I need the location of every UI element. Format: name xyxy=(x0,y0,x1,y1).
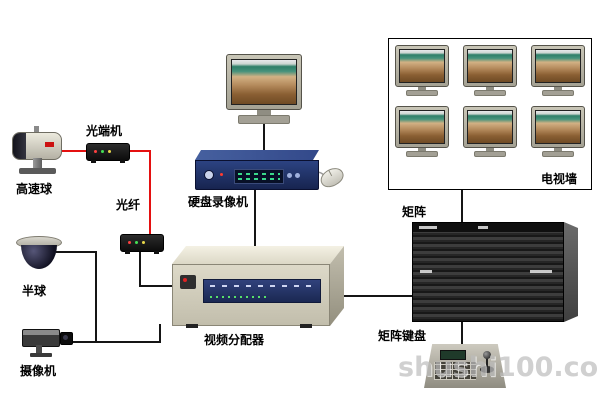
monitor-base xyxy=(542,90,574,96)
tv-wall-monitor xyxy=(531,106,585,157)
optical-fiber-label: 光纤 xyxy=(116,198,141,212)
matrix-label: 矩阵 xyxy=(402,205,427,219)
keyboard-keys xyxy=(434,362,476,380)
monitor-neck xyxy=(554,87,562,90)
distributor-logo xyxy=(180,275,196,289)
monitor-screen xyxy=(535,49,581,83)
tv-wall-monitor xyxy=(395,45,449,96)
matrix-label-mark xyxy=(419,226,437,229)
tv-wall-monitor xyxy=(463,106,517,157)
monitor-bezel xyxy=(531,45,585,87)
monitor-bezel xyxy=(463,45,517,87)
dvr-display xyxy=(234,169,284,184)
box-camera xyxy=(20,324,76,362)
monitor-base xyxy=(406,151,438,157)
monitor-base xyxy=(542,151,574,157)
optical-transceiver-bottom xyxy=(120,234,164,254)
monitor-screen xyxy=(467,110,513,144)
dome-pedestal xyxy=(33,158,42,168)
speed-dome-label: 高速球 xyxy=(16,182,53,196)
monitor-neck xyxy=(486,87,494,90)
matrix-label-mark xyxy=(420,270,432,273)
dome-body xyxy=(12,132,62,160)
keyboard-lcd xyxy=(440,350,466,360)
camera-foot xyxy=(30,353,52,357)
monitor-base xyxy=(406,90,438,96)
video-distributor-label: 视频分配器 xyxy=(204,333,265,347)
transceiver-leds xyxy=(94,150,97,153)
video-line-camera-to-distributor xyxy=(70,324,161,343)
box-camera-label: 摄像机 xyxy=(20,364,57,378)
joystick-base xyxy=(480,366,494,373)
camera-bracket xyxy=(36,345,42,353)
camera-lens xyxy=(60,332,73,345)
power-button xyxy=(204,170,214,180)
optical-transceiver-top xyxy=(86,143,130,163)
monitor-neck xyxy=(418,87,426,90)
transceiver-leds xyxy=(128,241,131,244)
panel-text-marks xyxy=(210,285,314,287)
video-distributor-unit xyxy=(172,246,344,328)
tv-wall-monitor xyxy=(531,45,585,96)
dvr-label: 硬盘录像机 xyxy=(188,195,249,209)
monitor-base xyxy=(474,151,506,157)
monitor-neck xyxy=(486,148,494,151)
monitor-bezel xyxy=(226,54,302,110)
monitor-neck xyxy=(554,148,562,151)
video-line-transceiver-to-distributor xyxy=(139,250,174,287)
monitor-screen xyxy=(467,49,513,83)
tv-wall-monitor xyxy=(395,106,449,157)
tv-wall-monitor xyxy=(463,45,517,96)
matrix-keyboard-unit xyxy=(424,344,506,388)
speed-dome-camera xyxy=(10,126,64,178)
preview-monitor xyxy=(226,54,302,124)
monitor-screen xyxy=(399,49,445,83)
matrix-side-face xyxy=(564,222,578,322)
distributor-side-face xyxy=(330,246,344,326)
monitor-bezel xyxy=(463,106,517,148)
fiber-line-transceiver-to-transceiver xyxy=(127,150,151,236)
dome-lens xyxy=(13,133,26,159)
distributor-foot xyxy=(186,324,198,328)
dome-glass xyxy=(21,245,57,269)
dvr-top-face xyxy=(195,150,319,160)
monitor-screen xyxy=(399,110,445,144)
matrix-top-strip xyxy=(413,223,563,232)
dvr-front-panel xyxy=(195,160,319,190)
matrix-label-mark xyxy=(530,270,552,273)
dvr-unit xyxy=(195,150,319,190)
distributor-display-panel xyxy=(203,279,321,303)
mini-dome-label: 半球 xyxy=(22,284,47,298)
monitor-neck xyxy=(418,148,426,151)
tv-wall: 电视墙 xyxy=(388,38,592,190)
matrix-label-mark xyxy=(478,226,488,229)
tv-wall-label: 电视墙 xyxy=(540,172,577,186)
status-led xyxy=(220,173,223,176)
dome-brand-mark xyxy=(45,142,54,147)
joystick-ball xyxy=(483,351,491,359)
dome-base xyxy=(19,168,56,174)
monitor-screen xyxy=(535,110,581,144)
monitor-base xyxy=(238,115,290,124)
monitor-neck xyxy=(257,110,271,115)
dome-top-mount xyxy=(34,126,39,133)
distributor-front-panel xyxy=(172,264,330,326)
monitor-bezel xyxy=(395,106,449,148)
monitor-bezel xyxy=(395,45,449,87)
monitor-screen xyxy=(231,59,297,105)
optical-transceiver-label: 光端机 xyxy=(86,124,123,138)
distributor-top-face xyxy=(172,246,344,264)
distributor-foot xyxy=(300,324,312,328)
matrix-keyboard-label: 矩阵键盘 xyxy=(378,329,427,343)
matrix-unit xyxy=(412,222,578,322)
joystick-stick xyxy=(486,357,488,367)
monitor-bezel xyxy=(531,106,585,148)
panel-leds xyxy=(210,296,270,298)
monitor-base xyxy=(474,90,506,96)
mini-dome-camera xyxy=(16,236,62,272)
dvr-buttons xyxy=(287,173,292,178)
video-line-minidome-to-junction xyxy=(56,251,97,342)
